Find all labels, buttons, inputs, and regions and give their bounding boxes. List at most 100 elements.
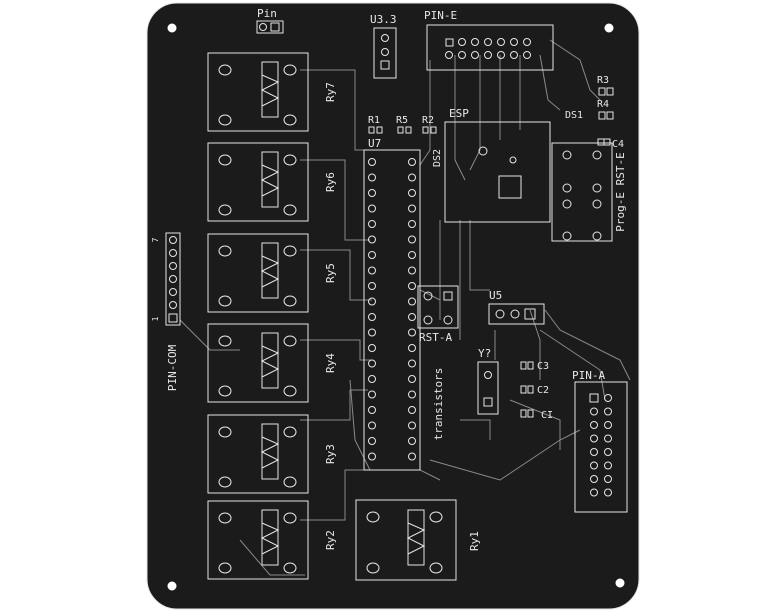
u7-label: U7 (368, 137, 381, 150)
rst-a-button: RST-A (417, 285, 459, 344)
board-substrate (146, 2, 640, 610)
capacitors (520, 361, 534, 418)
mounting-hole-bottom-left (164, 578, 180, 594)
u5-label: U5 (489, 289, 502, 302)
pin-a-pad (590, 488, 598, 497)
u7-pad (408, 406, 416, 414)
mounting-hole-bottom-right (612, 575, 628, 591)
u7-pad (408, 344, 416, 352)
u7-pad (368, 220, 376, 228)
u33-label: U3.3 (370, 13, 397, 26)
u7-pad (368, 328, 376, 337)
esp-label: ESP (449, 107, 469, 120)
pin-a-pad (590, 407, 598, 416)
relay-ry7: Ry7 (207, 52, 337, 132)
u7-pad (368, 452, 376, 461)
u7-pad (408, 158, 416, 166)
relay-label: Ry1 (468, 531, 481, 551)
u7-pad (368, 437, 376, 445)
ci-label: CI (541, 410, 553, 421)
pin-e-label: PIN-E (424, 9, 457, 22)
pin-label: Pin (257, 7, 277, 20)
u7-pad (408, 390, 416, 399)
relay-ry6: Ry6 (207, 142, 337, 222)
r4-label: R4 (597, 99, 609, 110)
relay-label: Ry3 (324, 444, 337, 464)
u7-pad (368, 297, 376, 306)
relay-ry3: Ry3 (207, 414, 337, 494)
u7-pad (408, 359, 416, 368)
pin-com-7: 7 (151, 237, 160, 242)
pin-com-1: 1 (151, 316, 160, 321)
y-label: Y? (478, 347, 491, 360)
mounting-hole-top-right (601, 20, 617, 36)
u7-pad (408, 437, 416, 445)
mounting-hole-top-left (164, 20, 180, 36)
pin-a-pad (604, 434, 612, 443)
u7-pad (408, 204, 416, 213)
relay-label: Ry4 (324, 353, 337, 373)
mounting-holes (164, 20, 628, 594)
relay-label: Ry7 (324, 82, 337, 102)
u7-pad (368, 359, 376, 368)
pin-header-top: Pin (256, 7, 284, 34)
esp-module: ESP (444, 107, 551, 223)
u7-pad (368, 204, 376, 213)
u7-pad (368, 158, 376, 166)
pin-a-pad (604, 407, 612, 416)
pin-a-label: PIN-A (572, 369, 605, 382)
u7-pad (408, 266, 416, 275)
transistors-label: transistors (432, 368, 445, 441)
u7-pad (368, 282, 376, 290)
pin-a-pad (590, 421, 598, 429)
crystal-y: Y? (477, 347, 499, 415)
pin-a-header: PIN-A (572, 369, 628, 513)
pin-a-pad (590, 461, 598, 470)
pin-a-pad (589, 393, 599, 403)
u7-pad (368, 344, 376, 352)
u7-pad (408, 173, 416, 182)
r2-label: R2 (422, 115, 434, 126)
u7-pad (368, 421, 376, 430)
r1-label: R1 (368, 115, 380, 126)
pin-a-pad (604, 394, 612, 402)
u7-pad (408, 452, 416, 461)
ds1-label: DS1 (565, 110, 583, 121)
rst-a-label: RST-A (419, 331, 452, 344)
relay-label: Ry6 (324, 172, 337, 192)
u7-pad (368, 406, 376, 414)
c2-label: C2 (537, 385, 549, 396)
pin-a-pad (590, 434, 598, 443)
ds2-label: DS2 (432, 149, 443, 167)
u7-pad (368, 266, 376, 275)
pin-com-header: 7 1 PIN-COM (151, 232, 181, 391)
pin-a-pad (604, 421, 612, 429)
u7-pad (368, 235, 376, 244)
prog-rst-label: Prog-E RST-E (614, 152, 627, 231)
u7-pad (408, 297, 416, 306)
c4-label: C4 (612, 139, 624, 150)
u7-pad (368, 375, 376, 383)
resistors-r3-r4: R3 R4 (597, 75, 614, 120)
relay-ry4: Ry4 (207, 323, 337, 403)
resistor-pads (368, 126, 437, 134)
u33-regulator: U3.3 (370, 13, 397, 79)
copper-traces (179, 39, 631, 576)
r3-label: R3 (597, 75, 609, 86)
relay-label: Ry2 (324, 530, 337, 550)
pin-com-label: PIN-COM (166, 344, 179, 391)
relay-ry5: Ry5 (207, 233, 337, 313)
u7-pad (408, 282, 416, 290)
u7-pad (368, 251, 376, 259)
pin-a-pad (604, 461, 612, 470)
ds1-switch: DS1 C4 (551, 110, 624, 242)
u7-pad (368, 189, 376, 197)
u5-regulator: U5 (488, 289, 545, 325)
pin-a-pad (604, 448, 612, 456)
u7-pad (408, 313, 416, 321)
u7-pad (408, 220, 416, 228)
u7-pad (408, 235, 416, 244)
u7-pad (408, 189, 416, 197)
u7-microcontroller: U7 (363, 137, 421, 471)
